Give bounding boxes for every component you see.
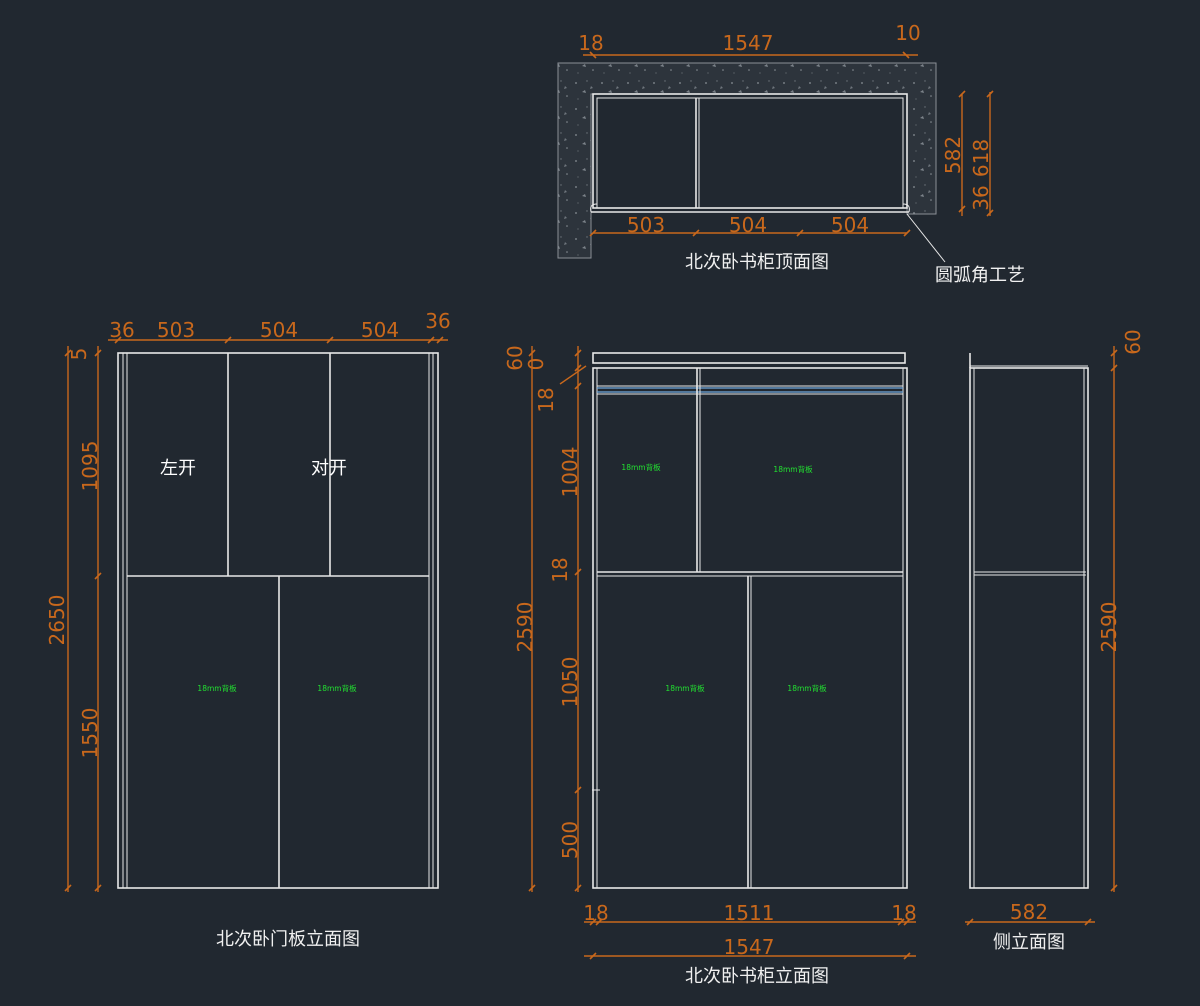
- cabinet-bottom-dim-lines: [584, 918, 916, 960]
- dim-depth: 582: [941, 136, 965, 174]
- door-dim-top: 5: [67, 348, 91, 361]
- side-elevation-caption: 侧立面图: [993, 932, 1065, 953]
- backboard-note: 18mm背板: [665, 683, 705, 693]
- dim-top-total: 1547: [723, 31, 774, 55]
- door-label-left-open: 左开: [160, 458, 196, 479]
- cab-dim-base: 500: [558, 821, 582, 859]
- door-top-dim-line: [108, 336, 448, 344]
- door-dim-lower: 1550: [78, 708, 102, 759]
- side-dim-lines: [965, 346, 1118, 926]
- backboard-note: 18mm背板: [773, 464, 813, 474]
- callout-leader: [906, 213, 946, 263]
- door-dim-w1: 503: [157, 318, 195, 342]
- dim-toe: 36: [969, 185, 993, 210]
- cabinet-elevation-caption: 北次卧书柜立面图: [685, 966, 829, 987]
- dim-top-right: 10: [895, 21, 920, 45]
- cab-dim-zero: 0: [524, 358, 548, 371]
- door-elevation: 左开 对开 18mm背板 18mm背板 36 503 504 504 36 5: [45, 309, 451, 950]
- door-dim-upper: 1095: [78, 441, 102, 492]
- side-dim-top: 60: [1121, 329, 1145, 354]
- dim-seg-3: 504: [831, 213, 869, 237]
- bottom-dim-line: [589, 229, 911, 237]
- top-dim-line: [583, 51, 918, 59]
- backboard-note: 18mm背板: [787, 683, 827, 693]
- backboard-note: 18mm背板: [621, 462, 661, 472]
- cab-dim-bl: 18: [583, 901, 608, 925]
- top-view-cabinet: [590, 93, 910, 213]
- cab-dim-upper: 1004: [558, 447, 582, 498]
- door-dim-w3: 504: [361, 318, 399, 342]
- dim-seg-2: 504: [729, 213, 767, 237]
- dim-seg-1: 503: [627, 213, 665, 237]
- dim-depth-total: 618: [969, 139, 993, 177]
- door-dim-left: 36: [109, 318, 134, 342]
- cabinet-outline: [592, 352, 908, 889]
- callout-rounded-corner: 圆弧角工艺: [935, 265, 1025, 286]
- top-view-caption: 北次卧书柜顶面图: [685, 252, 829, 273]
- cab-dim-outer: 1547: [724, 935, 775, 959]
- door-label-double-open: 对开: [311, 458, 347, 479]
- backboard-note: 18mm背板: [317, 683, 357, 693]
- door-dim-w2: 504: [260, 318, 298, 342]
- backboard-note: 18mm背板: [197, 683, 237, 693]
- top-view: 18 1547 10 503 504 504 582 618 36 圆弧角工艺 …: [557, 21, 1025, 286]
- door-left-dim-lines: [64, 346, 102, 892]
- right-dim-lines: [958, 90, 994, 217]
- cab-dim-total: 2590: [513, 602, 537, 653]
- cabinet-elevation: 18mm背板 18mm背板 18mm背板 18mm背板 60 0 18 1004…: [503, 345, 917, 987]
- door-elevation-caption: 北次卧门板立面图: [216, 929, 360, 950]
- door-dim-total: 2650: [45, 595, 69, 646]
- side-dim-height: 2590: [1097, 602, 1121, 653]
- cabinet-left-dim-lines: [528, 346, 587, 892]
- cab-dim-inner: 1511: [724, 901, 775, 925]
- side-outline: [969, 353, 1089, 889]
- dim-top-left: 18: [578, 31, 603, 55]
- cab-dim-mid18: 18: [548, 557, 572, 582]
- door-outline: [117, 352, 439, 889]
- cab-dim-top18: 18: [534, 387, 558, 412]
- side-elevation: 60 2590 582 侧立面图: [965, 329, 1145, 953]
- side-dim-depth: 582: [1010, 900, 1048, 924]
- cab-dim-br: 18: [891, 901, 916, 925]
- door-dim-right: 36: [425, 309, 450, 333]
- cab-dim-top60: 60: [503, 345, 527, 370]
- cab-dim-lower: 1050: [558, 657, 582, 708]
